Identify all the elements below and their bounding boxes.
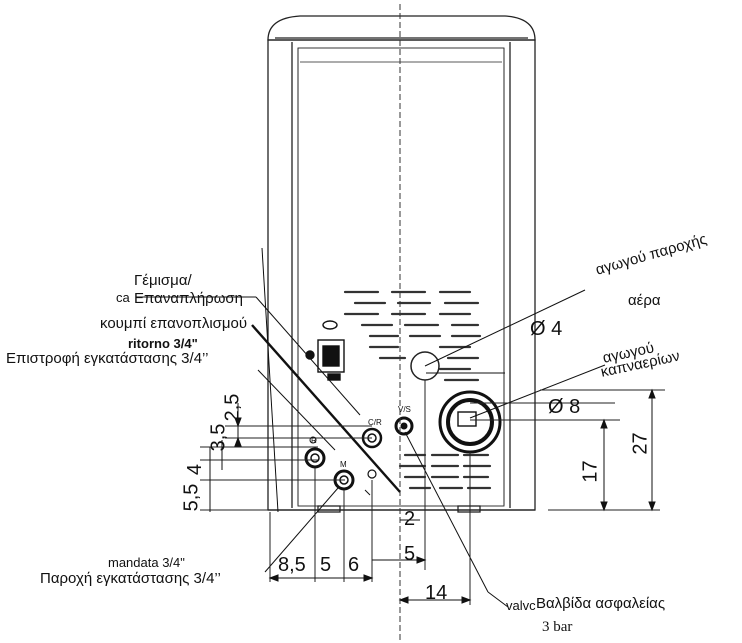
mark-vs: V/S (398, 405, 411, 414)
dim-left-5-5: 5,5 (180, 483, 203, 512)
top-cap (267, 15, 536, 41)
vent-slots (343, 290, 492, 490)
label-fill-fragment: ca (116, 290, 130, 305)
label-supply: Παροχή εγκατάστασης 3/4’’ (40, 570, 221, 587)
rear-panel (297, 47, 505, 507)
dim-left-2-5: 2,5 (221, 393, 244, 422)
label-ritorno: ritorno 3/4" (128, 336, 198, 351)
power-socket (305, 320, 345, 381)
label-phi4: Ø 4 (530, 318, 563, 340)
dim-left-3-5: 3,5 (207, 423, 230, 452)
mark-cr: C/R (368, 418, 382, 427)
leader-lines (136, 247, 606, 608)
label-fill-2: Επαναπλήρωση (134, 290, 244, 307)
fittings (304, 416, 414, 491)
mark-m: M (340, 460, 347, 469)
dim-right-17: 17 (579, 460, 602, 483)
label-valve-pressure: 3 bar (542, 619, 573, 635)
mark-r: R (311, 436, 317, 445)
dim-bottom-5a: 5 (320, 554, 332, 576)
label-valve: Βαλβίδα ασφαλείας (536, 595, 666, 612)
dim-bottom-2: 2 (404, 508, 416, 530)
label-valve-fragment: valvc (506, 598, 536, 613)
dim-bottom-14: 14 (425, 582, 448, 604)
dimension-lines (209, 388, 656, 604)
dim-bottom-5b: 5 (404, 543, 416, 565)
label-mandata: mandata 3/4" (108, 555, 185, 570)
flue-outlet (438, 390, 502, 454)
dim-bottom-8-5: 8,5 (278, 554, 306, 576)
label-return: Επιστροφή εγκατάστασης 3/4’’ (6, 350, 209, 367)
reference-lines (200, 380, 665, 605)
label-phi8: Ø 8 (548, 396, 581, 418)
label-reset-button: κουμπί επανοπλισμού (100, 315, 248, 332)
label-fill-1: Γέμισμα/ (134, 272, 192, 289)
dim-right-27: 27 (629, 432, 652, 455)
dim-left-4: 4 (184, 463, 207, 476)
label-air-intake-2: αέρα (628, 292, 661, 309)
dim-bottom-6: 6 (348, 554, 360, 576)
